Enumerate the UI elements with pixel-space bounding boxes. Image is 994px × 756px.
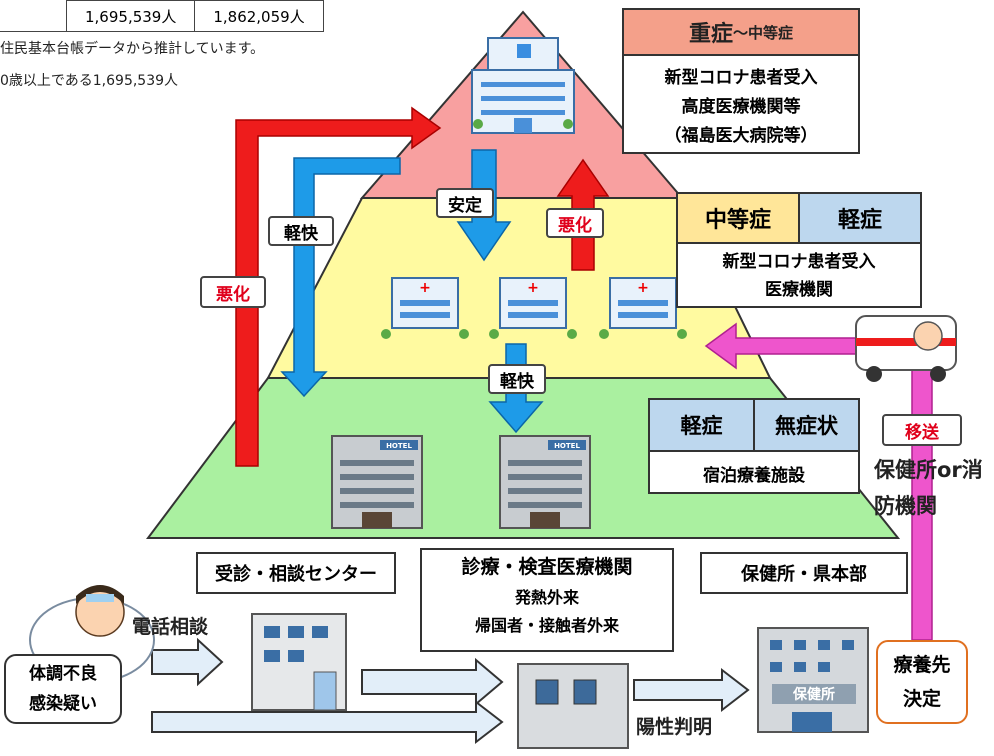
clinic-icon: + bbox=[381, 277, 469, 339]
clinic-building-icon bbox=[517, 663, 629, 749]
table-cell: 1,862,059人 bbox=[194, 0, 324, 32]
severe-header-sub: 〜中等症 bbox=[733, 23, 794, 42]
consult-center-label: 受診・相談センター bbox=[196, 552, 396, 594]
flow-arrow-direct-clinic bbox=[151, 699, 504, 745]
severe-line: 高度医療機関等 bbox=[681, 97, 801, 117]
hotel-icon: HOTEL bbox=[331, 435, 423, 529]
patient-label: 体調不良 感染疑い bbox=[4, 654, 122, 724]
flow-arrow-to-center bbox=[151, 637, 224, 687]
clinic-label-box: 診療・検査医療機関 発熱外来 帰国者・接触者外来 bbox=[420, 548, 674, 652]
health-center-building-icon: 保健所 bbox=[757, 627, 869, 733]
moderate-body: 新型コロナ患者受入 医療機関 bbox=[678, 244, 920, 304]
moderate-line: 新型コロナ患者受入 bbox=[722, 252, 876, 272]
population-table: 1,695,539人 1,862,059人 bbox=[0, 0, 324, 32]
asymptomatic-header: 無症状 bbox=[755, 400, 858, 450]
severe-header: 重症〜中等症 bbox=[624, 10, 858, 56]
note-line: 0歳以上である1,695,539人 bbox=[0, 73, 179, 89]
consult-center-building-icon bbox=[251, 613, 347, 711]
transfer-label: 移送 bbox=[882, 414, 962, 446]
table-row: 1,695,539人 1,862,059人 bbox=[0, 0, 324, 32]
recover-label-center: 軽快 bbox=[488, 364, 546, 394]
worsen-label-center: 悪化 bbox=[546, 208, 604, 238]
stable-label: 安定 bbox=[436, 188, 494, 218]
hotel-sign: HOTEL bbox=[554, 442, 580, 450]
svg-text:+: + bbox=[637, 280, 649, 296]
clinic-sub: 帰国者・接触者外来 bbox=[474, 616, 619, 635]
destination-label: 療養先 決定 bbox=[876, 640, 968, 724]
positive-label: 陽性判明 bbox=[636, 716, 713, 738]
worsen-label-left: 悪化 bbox=[200, 276, 266, 308]
health-hq-label: 保健所・県本部 bbox=[700, 552, 908, 594]
severe-line: （福島医大病院等） bbox=[664, 126, 818, 146]
moderate-care-box: 中等症 軽症 新型コロナ患者受入 医療機関 bbox=[676, 192, 922, 308]
ambulance-icon bbox=[855, 315, 957, 382]
recover-label-left: 軽快 bbox=[268, 216, 334, 246]
table-cell: 1,695,539人 bbox=[65, 0, 196, 32]
note-line: 住民基本台帳データから推計しています。 bbox=[0, 41, 265, 57]
severe-body: 新型コロナ患者受入 高度医療機関等 （福島医大病院等） bbox=[624, 56, 858, 151]
clinic-title: 診療・検査医療機関 bbox=[461, 556, 633, 578]
clinic-sub: 発熱外来 bbox=[514, 588, 579, 607]
severe-line: 新型コロナ患者受入 bbox=[664, 68, 818, 88]
hotel-sign: HOTEL bbox=[386, 442, 412, 450]
severe-header-main: 重症 bbox=[688, 22, 733, 47]
hotel-icon: HOTEL bbox=[499, 435, 591, 529]
transfer-arrow bbox=[704, 322, 933, 641]
severe-care-box: 重症〜中等症 新型コロナ患者受入 高度医療機関等 （福島医大病院等） bbox=[622, 8, 860, 154]
transfer-agent-label: 保健所or消防機関 bbox=[874, 458, 983, 518]
svg-text:+: + bbox=[527, 280, 539, 296]
mild-header-left: 軽症 bbox=[650, 400, 755, 450]
phone-consult-label: 電話相談 bbox=[132, 616, 209, 638]
mild-header: 軽症 bbox=[800, 194, 920, 242]
mild-care-box: 軽症 無症状 宿泊療養施設 bbox=[648, 398, 860, 494]
clinic-icon: + bbox=[489, 277, 577, 339]
moderate-header: 中等症 bbox=[678, 194, 800, 242]
moderate-line: 医療機関 bbox=[765, 280, 833, 300]
flow-arrow-to-clinic bbox=[361, 657, 504, 707]
flow-arrow-to-health-center bbox=[633, 667, 750, 713]
hospital-icon bbox=[471, 37, 575, 134]
clinic-icon: + bbox=[599, 277, 687, 339]
svg-text:+: + bbox=[419, 280, 431, 296]
health-center-sign: 保健所 bbox=[792, 686, 835, 703]
lodging-facility-label: 宿泊療養施設 bbox=[703, 465, 805, 486]
